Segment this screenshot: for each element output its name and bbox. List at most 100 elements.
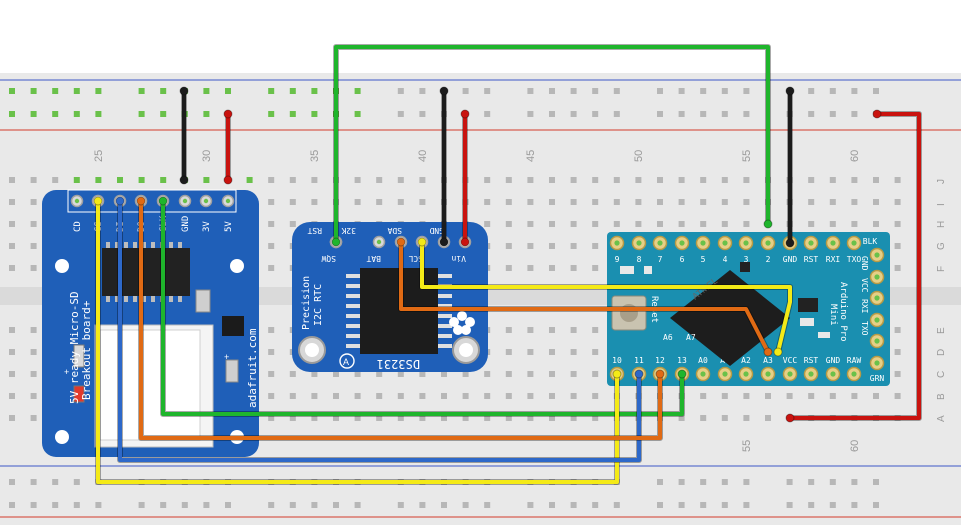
breadboard-hole xyxy=(311,111,318,117)
chip-leg xyxy=(438,334,452,338)
breadboard-hole xyxy=(397,199,404,205)
breadboard-hole xyxy=(700,393,707,399)
arduino-bottom-pin-label: 12 xyxy=(655,356,665,365)
arduino-pin-pad xyxy=(808,371,814,377)
breadboard-hole xyxy=(9,479,15,485)
breadboard-hole xyxy=(657,199,663,205)
breadboard-hole xyxy=(333,371,339,377)
breadboard-hole xyxy=(635,199,642,205)
wire-blue-mosi xyxy=(118,199,641,462)
breadboard-hole xyxy=(549,327,555,333)
breadboard-hole xyxy=(851,221,858,227)
breadboard-hole xyxy=(484,199,491,205)
breadboard-hole xyxy=(851,177,858,183)
breadboard-hole xyxy=(743,111,750,117)
wire-yellow-scl xyxy=(420,240,792,354)
sd-pin-pad xyxy=(182,198,188,204)
breadboard-hole xyxy=(527,88,534,94)
breadboard-hole xyxy=(484,371,491,377)
arduino-bottom-pin-label: VCC xyxy=(783,356,798,365)
breadboard-hole xyxy=(851,502,858,508)
arduino-pin-label-a6: A6 xyxy=(663,333,673,342)
chip-leg xyxy=(115,242,119,248)
breadboard-hole xyxy=(678,111,685,117)
breadboard-hole xyxy=(829,221,836,227)
breadboard-hole xyxy=(397,415,404,421)
breadboard-hole xyxy=(289,371,296,377)
breadboard-hole xyxy=(765,415,771,421)
breadboard-hole xyxy=(527,199,534,205)
breadboard-hole xyxy=(505,415,512,421)
breadboard-hole xyxy=(484,415,491,421)
chip-leg xyxy=(169,242,173,248)
arduino-pin-pad xyxy=(657,240,663,246)
column-number-label: 25 xyxy=(93,150,105,162)
breadboard-hole xyxy=(592,88,599,94)
arduino-capacitor xyxy=(644,266,652,274)
breadboard-hole xyxy=(441,371,447,377)
breadboard-hole xyxy=(721,199,728,205)
breadboard-hole xyxy=(117,177,123,183)
breadboard-hole xyxy=(808,199,815,205)
rtc-pin-label: GND xyxy=(429,226,444,235)
breadboard-hole xyxy=(419,371,426,377)
breadboard-hole xyxy=(894,177,901,183)
breadboard-hole xyxy=(397,393,404,399)
row-letter-label: C xyxy=(936,371,947,378)
sd-plus-mark: + xyxy=(64,367,69,377)
chip-leg xyxy=(438,324,452,328)
breadboard-hole xyxy=(894,349,901,355)
column-number-label: 55 xyxy=(741,150,753,162)
breadboard-hole xyxy=(138,502,145,508)
chip-leg xyxy=(346,274,360,278)
arduino-bottom-pin-label: A2 xyxy=(741,356,751,365)
arduino-top-pin-label: 4 xyxy=(723,255,728,264)
breadboard-hole xyxy=(894,327,901,333)
breadboard-hole xyxy=(333,502,339,508)
wire-end xyxy=(136,196,146,206)
breadboard-hole xyxy=(484,221,491,227)
wire-end xyxy=(115,196,125,206)
column-number-label: 30 xyxy=(201,150,213,162)
arduino-top-pin-label: TXO xyxy=(847,255,862,264)
breadboard-hole xyxy=(873,88,879,94)
breadboard-hole xyxy=(592,111,599,117)
breadboard-hole xyxy=(808,177,815,183)
breadboard-hole xyxy=(721,415,728,421)
sd-pin-label: GND xyxy=(181,216,191,232)
breadboard-hole xyxy=(376,393,383,399)
arduino-pin-pad xyxy=(636,240,642,246)
breadboard-hole xyxy=(311,88,318,94)
breadboard-hole xyxy=(743,177,750,183)
breadboard-hole xyxy=(678,88,685,94)
chip-leg xyxy=(178,242,182,248)
breadboard-hole xyxy=(376,415,383,421)
rtc-logo: A xyxy=(343,357,349,367)
breadboard-hole xyxy=(462,371,469,377)
breadboard-hole xyxy=(721,479,728,485)
breadboard-hole xyxy=(9,88,15,94)
breadboard-hole xyxy=(873,502,879,508)
breadboard-hole xyxy=(873,393,879,399)
rtc-mount-hole-center xyxy=(305,343,319,357)
arduino-top-pin-label: 6 xyxy=(680,255,685,264)
breadboard-hole xyxy=(527,265,534,271)
arduino-bottom-pin-label: RAW xyxy=(847,356,862,365)
breadboard-hole xyxy=(549,502,555,508)
arduino-bottom-pin-label: A0 xyxy=(698,356,708,365)
arduino-bottom-pin-label: 11 xyxy=(634,356,644,365)
arduino-top-pin-row xyxy=(609,235,862,251)
breadboard-hole xyxy=(592,371,599,377)
breadboard-hole xyxy=(700,221,707,227)
breadboard-hole xyxy=(808,111,815,117)
breadboard-hole xyxy=(549,177,555,183)
sd-capacitor xyxy=(195,289,211,313)
chip-leg xyxy=(438,274,452,278)
rtc-pin-label: SDA xyxy=(387,226,402,235)
breadboard-hole xyxy=(289,88,296,94)
arduino-atmega-chip xyxy=(670,270,790,366)
breadboard-hole xyxy=(354,502,361,508)
chip-leg xyxy=(346,314,360,318)
breadboard-hole xyxy=(570,88,577,94)
breadboard-hole xyxy=(354,88,361,94)
